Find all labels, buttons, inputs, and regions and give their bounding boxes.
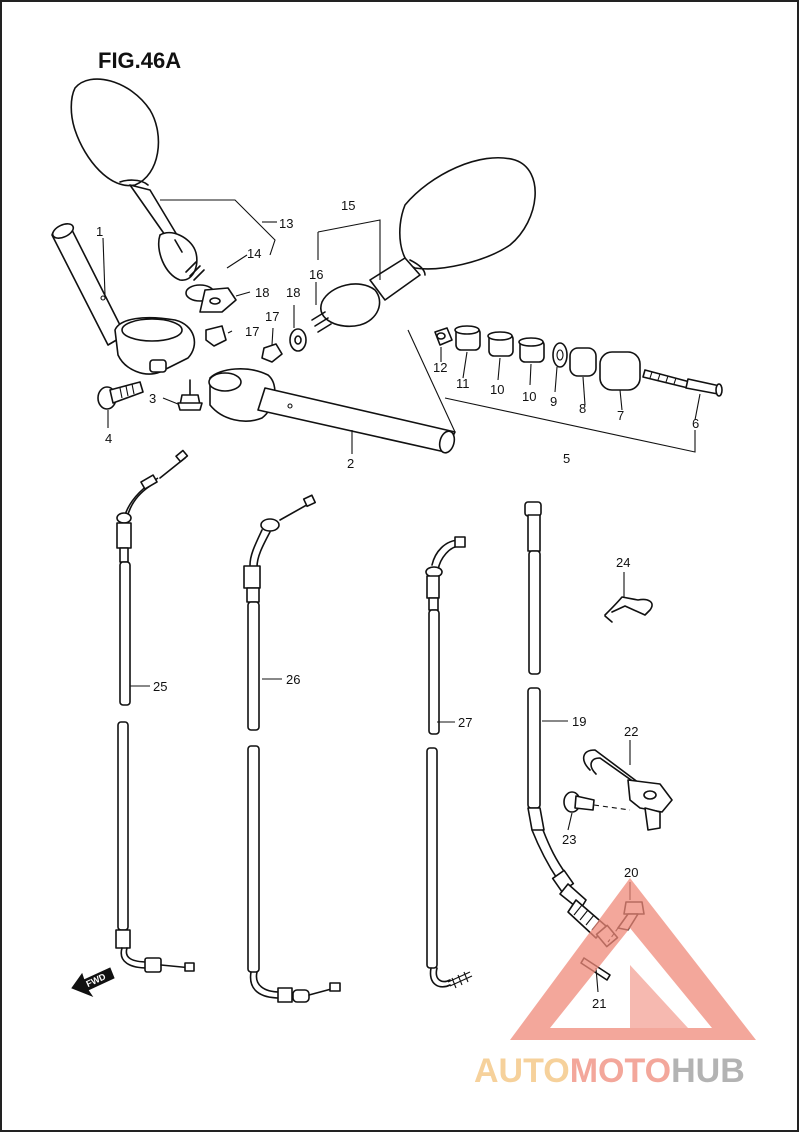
watermark-triangle-icon xyxy=(510,878,756,1040)
callout-10b: 10 xyxy=(522,389,536,404)
callout-6: 6 xyxy=(692,416,699,431)
left-handlebar xyxy=(51,223,196,375)
callout-15: 15 xyxy=(341,198,355,213)
bolt-4 xyxy=(97,381,144,410)
callout-3: 3 xyxy=(149,391,156,406)
watermark-auto: AUTO xyxy=(474,1052,570,1090)
svg-text:AUTOMOTOHUB: AUTOMOTOHUB xyxy=(474,1052,745,1090)
callout-14: 14 xyxy=(247,246,261,261)
right-mirror-fasteners xyxy=(261,311,332,363)
cable-25 xyxy=(115,449,195,973)
bolt-23 xyxy=(563,791,631,813)
left-mirror-fasteners xyxy=(185,261,237,347)
cable-27 xyxy=(425,536,473,989)
right-handlebar xyxy=(208,368,456,454)
callout-18b: 18 xyxy=(286,285,300,300)
callout-18a: 18 xyxy=(255,285,269,300)
callout-20: 20 xyxy=(624,865,638,880)
callout-8: 8 xyxy=(579,401,586,416)
callout-25: 25 xyxy=(153,679,167,694)
callout-19: 19 xyxy=(572,714,586,729)
watermark-hub: HUB xyxy=(671,1052,745,1090)
clip-24 xyxy=(604,596,653,623)
callout-labels: 1 2 3 4 5 6 7 8 9 10 10 11 12 13 14 15 1… xyxy=(96,198,699,1011)
callout-22: 22 xyxy=(624,724,638,739)
callout-21: 21 xyxy=(592,996,606,1011)
callout-16: 16 xyxy=(309,267,323,282)
watermark-logo: AUTOMOTOHUB xyxy=(474,878,756,1090)
callout-11: 11 xyxy=(456,376,470,391)
callout-10a: 10 xyxy=(490,382,504,397)
callout-pointers xyxy=(130,572,631,993)
callout-13: 13 xyxy=(279,216,293,231)
callout-27: 27 xyxy=(458,715,472,730)
callout-4: 4 xyxy=(105,431,112,446)
callout-1: 1 xyxy=(96,224,103,239)
callout-12: 12 xyxy=(433,360,447,375)
callout-26: 26 xyxy=(286,672,300,687)
callout-24: 24 xyxy=(616,555,630,570)
callout-5: 5 xyxy=(563,451,570,466)
callout-9: 9 xyxy=(550,394,557,409)
figure-title: FIG.46A xyxy=(98,48,181,73)
leader-lines xyxy=(102,199,701,454)
watermark-moto: MOTO xyxy=(570,1052,671,1090)
callout-17b: 17 xyxy=(245,324,259,339)
cable-26 xyxy=(243,494,341,1003)
fwd-arrow-icon: FWD xyxy=(71,967,115,998)
callout-17a: 17 xyxy=(265,309,279,324)
right-mirror xyxy=(320,156,536,327)
left-mirror xyxy=(70,78,198,281)
callout-23: 23 xyxy=(562,832,576,847)
bracket-22 xyxy=(582,749,673,831)
bar-end-assembly xyxy=(407,325,723,453)
callout-2: 2 xyxy=(347,456,354,471)
callout-7: 7 xyxy=(617,408,624,423)
bolt-3 xyxy=(177,379,203,411)
